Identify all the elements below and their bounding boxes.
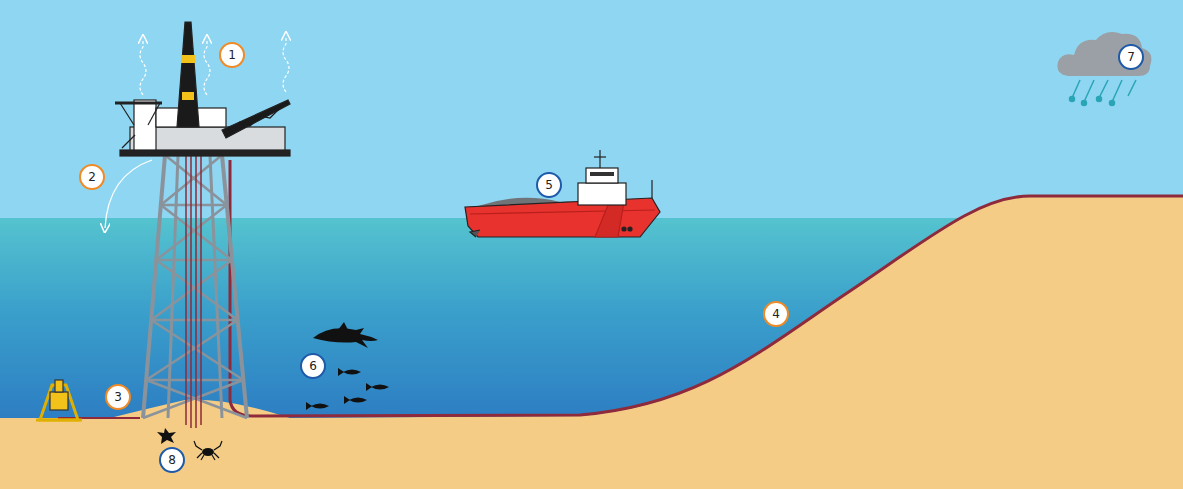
callout-number: 6 (300, 353, 326, 379)
pipeline (230, 160, 1183, 416)
rain-cloud (1057, 32, 1151, 106)
platform-topsides (115, 22, 290, 156)
supply-vessel (465, 150, 660, 237)
callout-number: 8 (159, 447, 185, 473)
subsea-template (36, 380, 82, 420)
callout-number: 3 (105, 384, 131, 410)
callout-number: 2 (79, 164, 105, 190)
callout-number: 4 (763, 301, 789, 327)
emission-arrows (140, 36, 289, 95)
callout-number: 5 (536, 172, 562, 198)
callout-number: 7 (1118, 44, 1144, 70)
discharge-arrow (105, 160, 152, 228)
callout-number: 1 (219, 42, 245, 68)
platform-jacket (143, 155, 247, 418)
risers (186, 155, 201, 428)
seabed (0, 197, 1183, 489)
